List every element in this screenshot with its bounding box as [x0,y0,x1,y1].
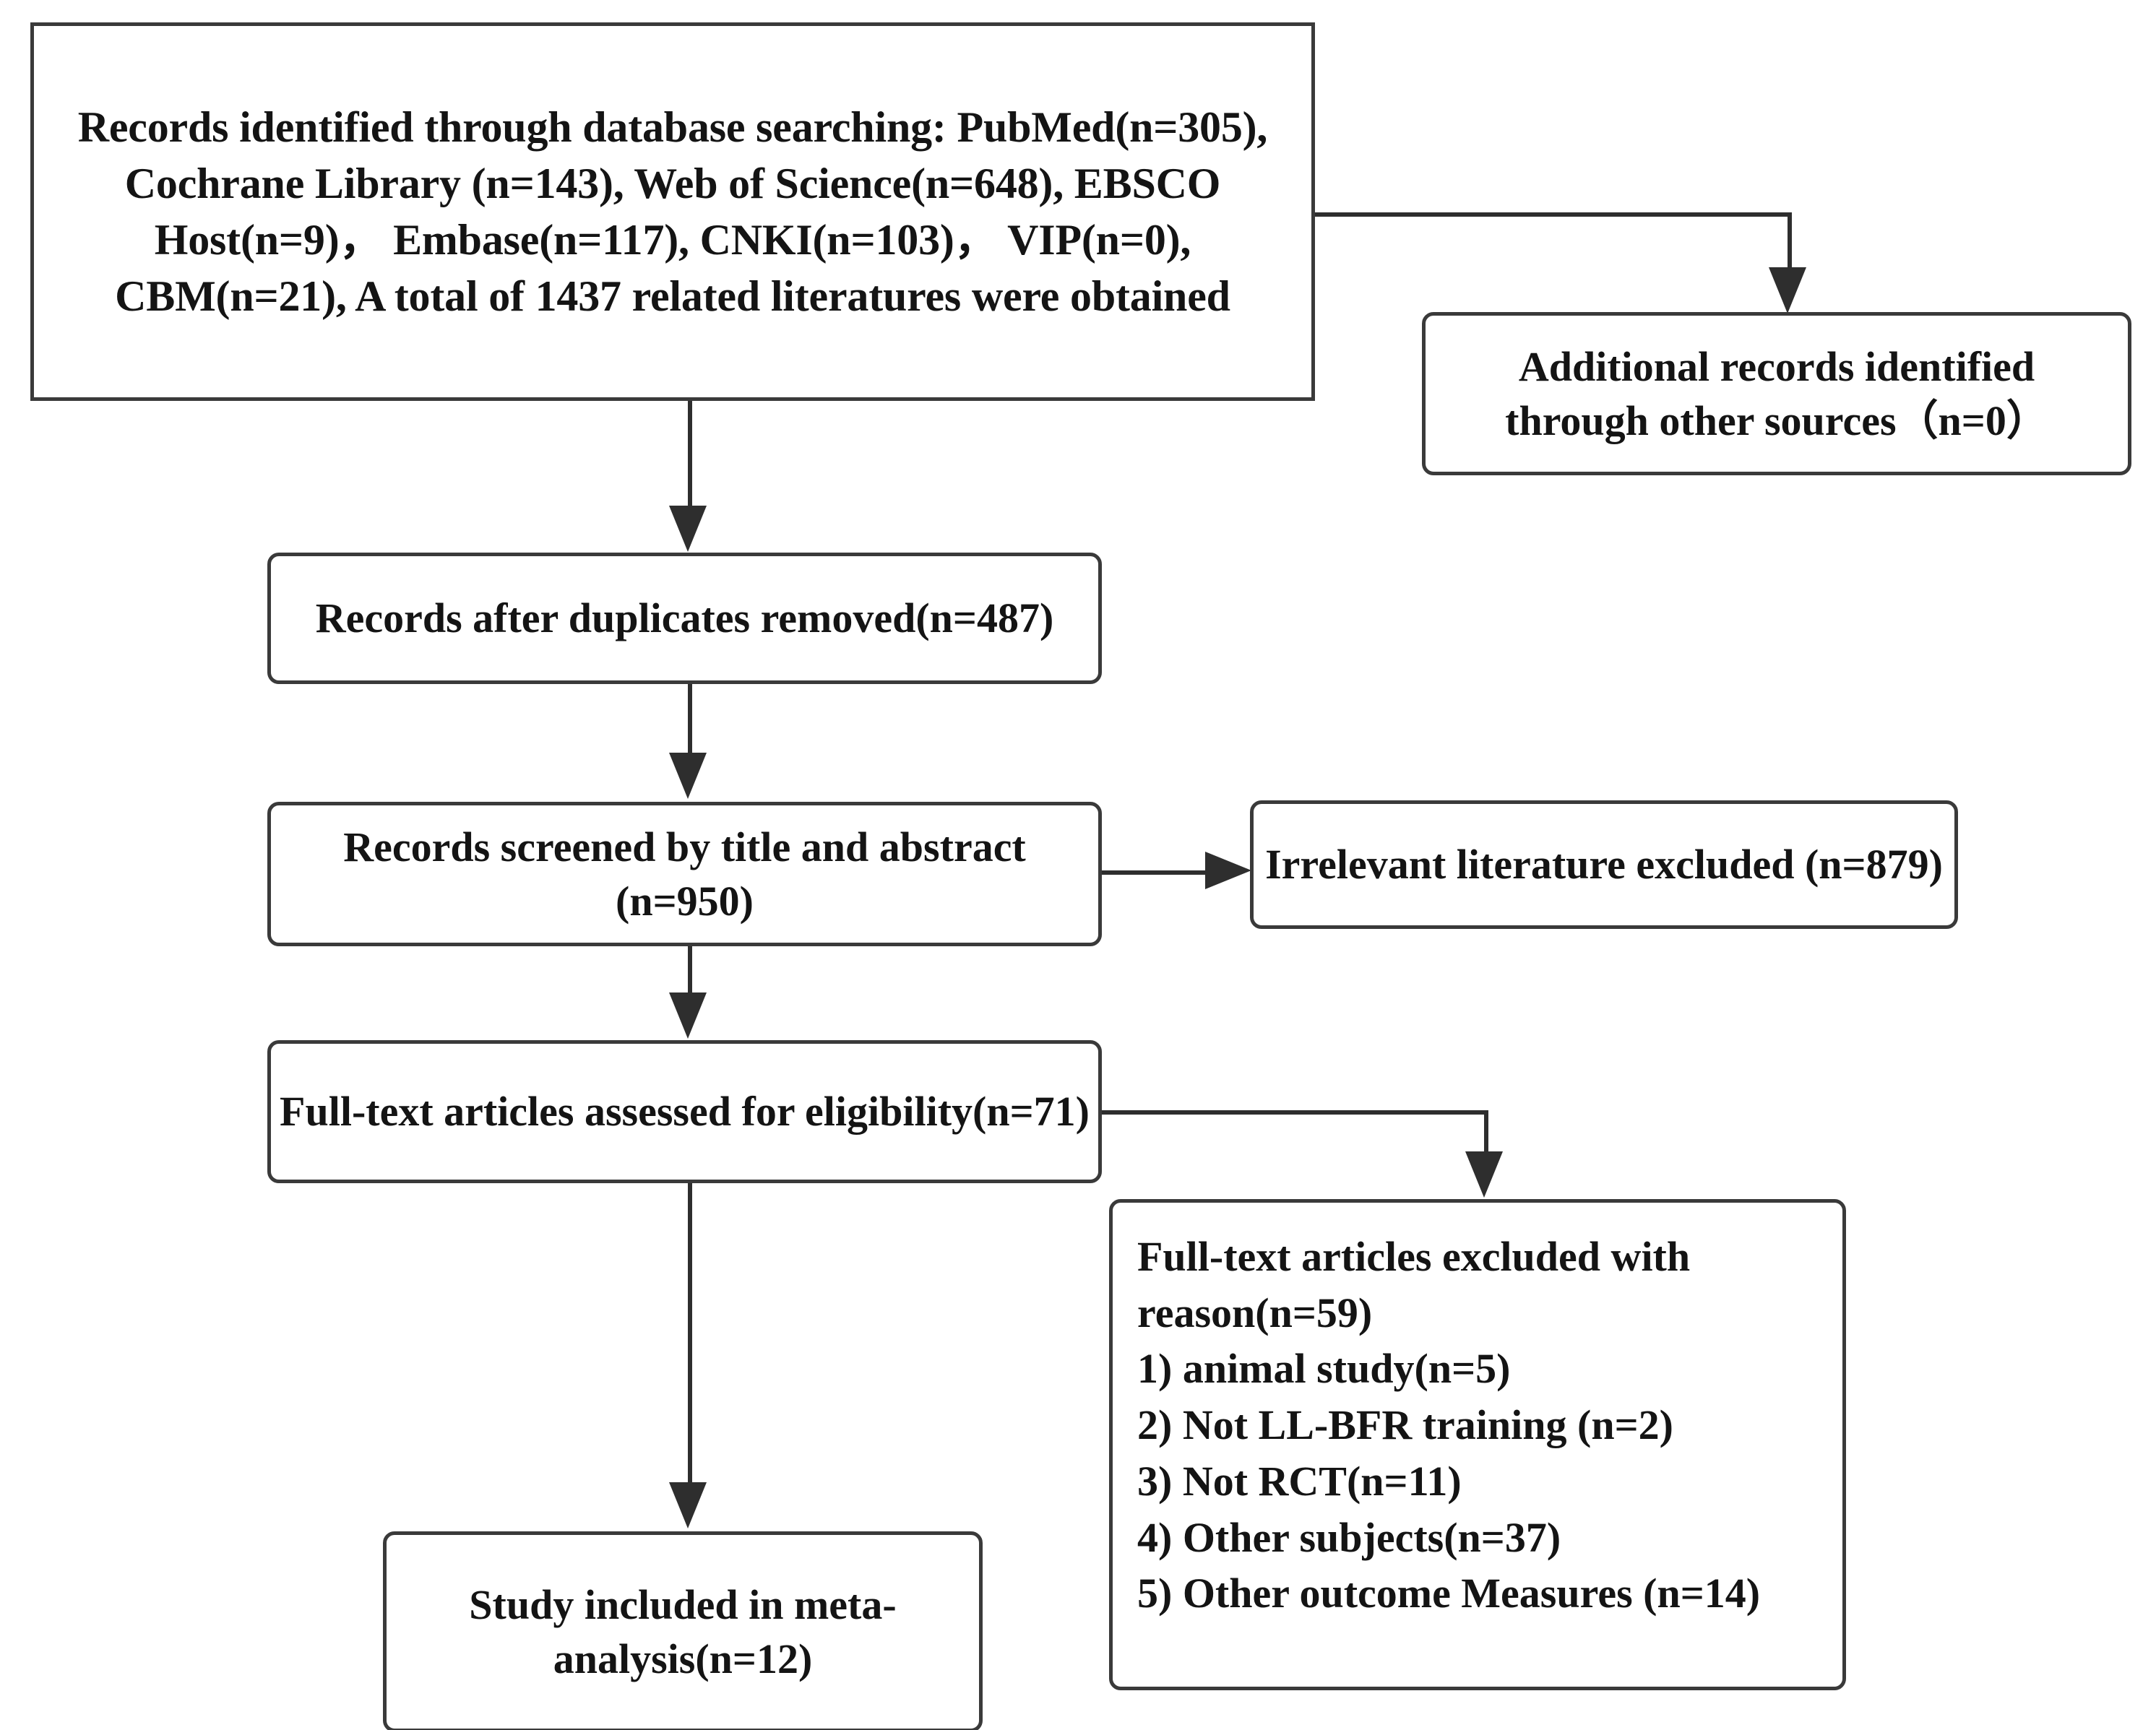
connector-duplicates-to-screened-arrow [669,753,707,799]
node-records-identified: Records identified through database sear… [30,22,1315,401]
node-fulltext-excluded-reason-item: 5) Other outcome Measures (n=14) [1137,1570,1761,1617]
node-fulltext-excluded-header: Full-text articles excluded with reason(… [1137,1233,1691,1336]
connector-identified-to-duplicates-line [688,401,692,516]
connector-fulltext-to-excluded-vertical [1484,1110,1488,1155]
connector-identified-to-additional-horizontal [1315,212,1792,217]
connector-screened-to-irrelevant-line [1102,870,1210,875]
node-fulltext-excluded-reason-item: 4) Other subjects(n=37) [1137,1513,1561,1561]
node-additional-records-text: Additional records identified through ot… [1505,342,2048,444]
connector-fulltext-to-excluded-arrow [1465,1151,1503,1198]
node-fulltext-excluded-reason-item: 2) Not LL-BFR training (n=2) [1137,1401,1673,1449]
node-fulltext-excluded-reason-list: 1) animal study(n=5) 2) Not LL-BFR traini… [1137,1341,1842,1622]
connector-fulltext-to-excluded-horizontal [1102,1110,1488,1115]
connector-screened-to-irrelevant-arrow [1205,852,1251,889]
node-fulltext-assessed: Full-text articles assessed for eligibil… [267,1040,1102,1183]
connector-identified-to-duplicates-arrow [669,506,707,552]
connector-screened-to-fulltext-arrow [669,992,707,1039]
node-study-included-text: Study included in meta-analysis(n=12) [469,1580,897,1682]
node-fulltext-excluded-reason-item: 1) animal study(n=5) [1137,1345,1511,1393]
node-study-included: Study included in meta-analysis(n=12) [383,1531,983,1730]
node-records-identified-text: Records identified through database sear… [77,103,1268,320]
node-records-screened-text: Records screened by title and abstract (… [343,823,1026,925]
node-fulltext-excluded-reason-item: 3) Not RCT(n=11) [1137,1457,1462,1505]
node-fulltext-assessed-text: Full-text articles assessed for eligibil… [280,1088,1090,1136]
node-records-after-duplicates: Records after duplicates removed(n=487) [267,553,1102,684]
connector-identified-to-additional-arrow [1769,267,1806,313]
connector-fulltext-to-included-arrow [669,1482,707,1528]
node-fulltext-excluded: Full-text articles excluded with reason(… [1109,1199,1846,1690]
connector-screened-to-fulltext-line [688,946,692,995]
node-records-screened: Records screened by title and abstract (… [267,802,1102,946]
connector-identified-to-additional-vertical [1788,212,1792,273]
connector-duplicates-to-screened-line [688,684,692,756]
node-records-after-duplicates-text: Records after duplicates removed(n=487) [315,594,1054,642]
node-additional-records: Additional records identified through ot… [1422,312,2131,475]
connector-fulltext-to-included-line [688,1183,692,1487]
node-irrelevant-excluded: Irrelevant literature excluded (n=879) [1250,800,1958,929]
node-irrelevant-excluded-text: Irrelevant literature excluded (n=879) [1265,841,1943,888]
